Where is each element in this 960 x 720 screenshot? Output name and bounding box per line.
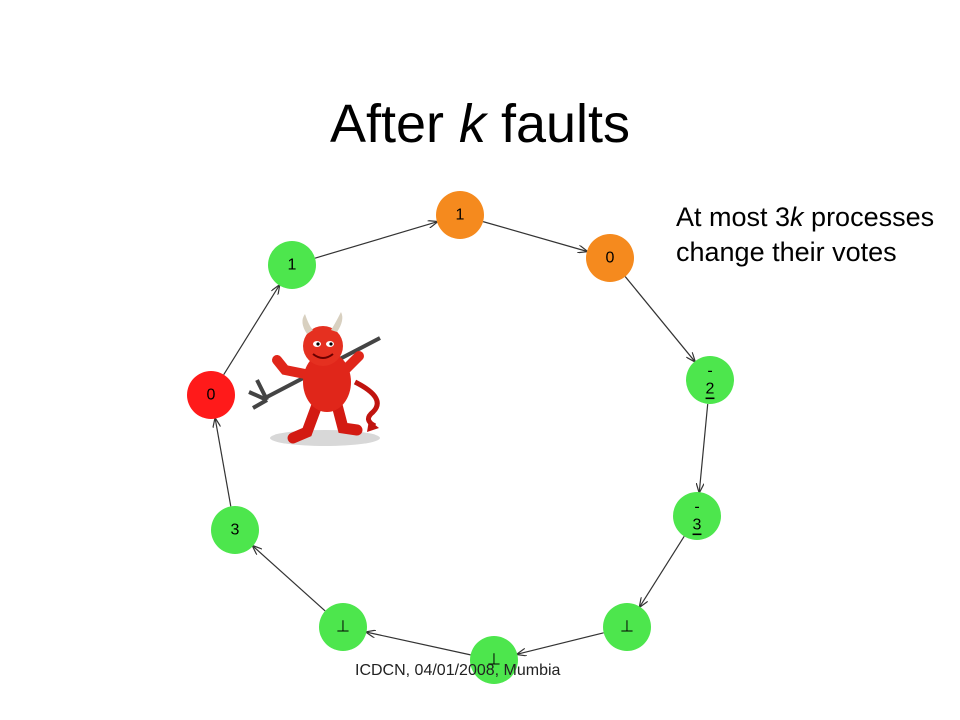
node-circle [686,356,734,404]
fault-note: At most 3k processes change their votes [676,200,946,270]
ring-node-n6: ⊥ [470,636,518,684]
ring-node-n10: 1 [268,241,316,289]
node-label: 0 [606,250,615,267]
ring-edge-n2-n3 [624,276,695,362]
ring-edge-n1-n2 [482,221,587,252]
ring-node-n7: ⊥ [319,603,367,651]
node-label: 1 [288,257,297,274]
ring-node-n2: 0 [586,234,634,282]
ring-node-n1: 1 [436,191,484,239]
node-circle [586,234,634,282]
node-label: ⊥ [487,652,501,669]
note-suffix: processes change their votes [676,202,935,268]
ring-node-n4: -3 [673,492,721,540]
node-label: 1 [456,207,465,224]
node-label: 2 [706,381,715,398]
footer-text: ICDCN, 04/01/2008, Mumbia [355,662,561,679]
devil-icon [248,312,381,446]
ring-edge-n8-n9 [215,419,232,507]
slide-title: After k faults [0,92,960,157]
ring-edge-n3-n4 [699,403,709,492]
node-circle [470,636,518,684]
node-label: - [707,363,712,380]
ring-edge-n5-n6 [517,632,604,654]
ring-edge-n9-n10 [223,285,280,375]
node-circle [187,371,235,419]
ring-edge-n10-n1 [314,222,437,259]
node-label: ⊥ [336,619,350,636]
ring-edge-n7-n8 [253,546,326,612]
ring-node-n3: -2 [686,356,734,404]
node-circle [319,603,367,651]
note-variable: k [790,202,804,232]
node-circle [268,241,316,289]
nodes-layer: 10-2-3⊥⊥⊥301 [187,191,734,684]
node-label: - [694,499,699,516]
node-circle [211,506,259,554]
ring-edge-n6-n7 [366,632,471,656]
ring-edge-n4-n5 [640,535,685,606]
node-circle [436,191,484,239]
ring-node-n8: 3 [211,506,259,554]
node-circle [673,492,721,540]
ring-node-n9: 0 [187,371,235,419]
node-label: 3 [693,517,702,534]
title-variable: k [458,94,486,154]
ring-node-n5: ⊥ [603,603,651,651]
node-label: 0 [207,387,216,404]
node-label: ⊥ [620,619,634,636]
node-label: 3 [231,522,240,539]
note-prefix: At most 3 [676,202,791,232]
node-circle [603,603,651,651]
edges-layer [215,221,709,656]
title-suffix: faults [485,94,631,154]
title-prefix: After [329,94,459,154]
